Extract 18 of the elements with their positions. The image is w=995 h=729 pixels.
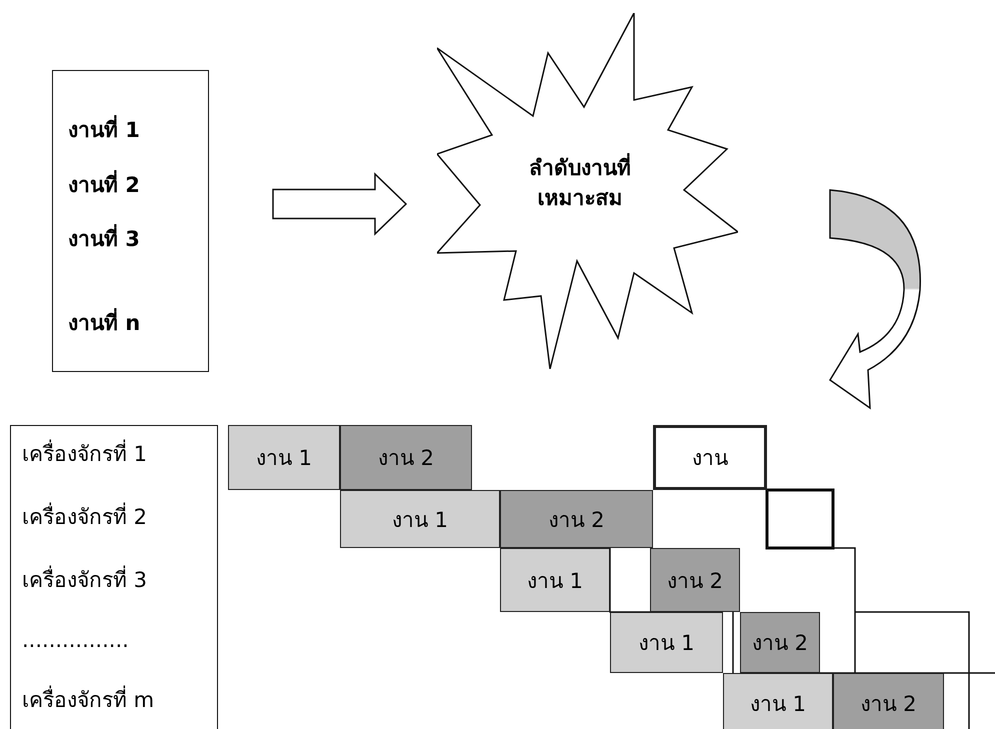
machine-label: เครื่องจักรที่ 2 — [22, 505, 148, 530]
job-bar: งาน 2 — [833, 673, 944, 729]
job-bar: งาน 2 — [500, 490, 653, 548]
machine-label: เครื่องจักรที่ 1 — [22, 442, 148, 468]
job-bar: งาน 1 — [500, 548, 610, 612]
starburst-label: ลำดับงานที่เหมาะสม — [525, 153, 635, 214]
machine-label: เครื่องจักรที่ 3 — [22, 568, 148, 594]
job-bar: งาน 2 — [740, 612, 820, 673]
job-bar: งาน 1 — [610, 612, 723, 673]
machine-label: ................ — [22, 628, 129, 654]
job-bar: งาน 1 — [723, 673, 833, 729]
job-outline-box: งาน — [653, 425, 767, 490]
job-bar: งาน 1 — [340, 490, 500, 548]
block-arrow — [272, 172, 408, 236]
job-bar: งาน 2 — [650, 548, 740, 612]
job-bar: งาน 1 — [228, 425, 340, 490]
job-bar: งาน 2 — [340, 425, 472, 490]
machine-label: เครื่องจักรที่ m — [22, 688, 154, 714]
